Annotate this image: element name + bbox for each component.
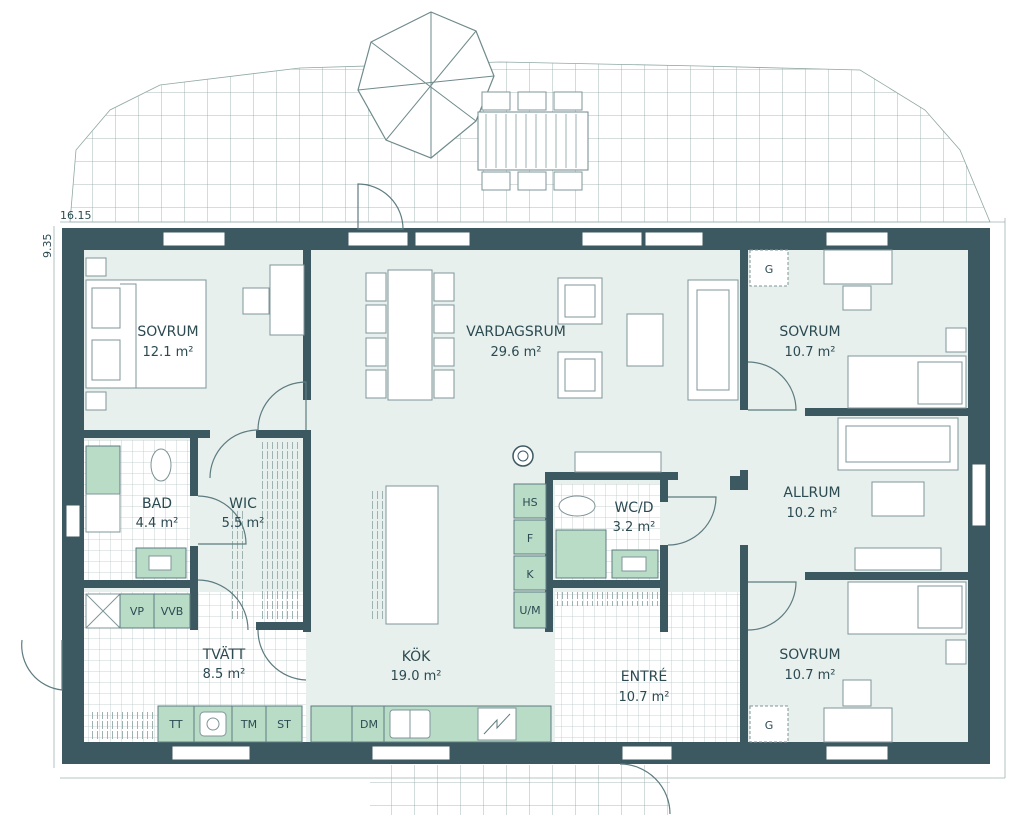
room-name: ENTRÉ bbox=[621, 668, 667, 685]
fixture-dm: DM bbox=[360, 718, 378, 731]
wcd-fixtures bbox=[555, 495, 659, 579]
cabinet-hs: HS bbox=[522, 496, 537, 509]
cabinet-k: K bbox=[526, 568, 534, 581]
room-area: 4.4 m² bbox=[136, 516, 179, 531]
room-name: WC/D bbox=[614, 500, 653, 516]
desk-sovrum-1 bbox=[242, 264, 305, 336]
bed-sovrum-1 bbox=[85, 257, 207, 411]
room-area: 8.5 m² bbox=[203, 667, 246, 682]
room-name: VARDAGSRUM bbox=[466, 324, 566, 340]
patio-table-icon bbox=[477, 91, 589, 191]
room-name: WIC bbox=[229, 496, 257, 512]
fixture-vp: VP bbox=[130, 605, 145, 618]
room-label-allrum: ALLRUM 10.2 m² bbox=[783, 485, 840, 521]
room-area: 29.6 m² bbox=[491, 345, 542, 360]
room-name: SOVRUM bbox=[779, 324, 840, 340]
outer-walls bbox=[62, 228, 990, 764]
depth-dimension-label: 9.35 bbox=[41, 234, 54, 259]
fixture-vvb: VVB bbox=[161, 605, 184, 618]
patio-umbrella-icon bbox=[357, 11, 495, 159]
interior-walls bbox=[84, 250, 968, 742]
kitchen-counter bbox=[310, 705, 552, 743]
room-area: 10.7 m² bbox=[785, 345, 836, 360]
cabinet-um: U/M bbox=[519, 604, 540, 617]
width-dimension-label: 16.15 bbox=[60, 209, 92, 222]
tvatt-fixtures bbox=[85, 593, 303, 743]
room-label-wic: WIC 5.5 m² bbox=[222, 496, 265, 531]
bad-fixtures bbox=[85, 445, 187, 579]
room-area: 19.0 m² bbox=[391, 669, 442, 684]
doors bbox=[21, 183, 797, 815]
room-label-entre: ENTRÉ 10.7 m² bbox=[619, 668, 670, 705]
armchairs bbox=[557, 277, 664, 399]
dining-table bbox=[365, 269, 455, 401]
entre-tiles bbox=[555, 592, 743, 742]
fixture-tt: TT bbox=[168, 718, 183, 731]
fixture-st: ST bbox=[277, 718, 291, 731]
kitchen-island bbox=[372, 485, 439, 625]
room-area: 10.2 m² bbox=[787, 506, 838, 521]
wardrobe-label-bottom: G bbox=[765, 719, 774, 732]
room-label-wcd: WC/D 3.2 m² bbox=[613, 500, 656, 535]
room-label-sovrum-3: SOVRUM 10.7 m² bbox=[779, 647, 840, 683]
wardrobe-label-top: G bbox=[765, 263, 774, 276]
fireplace-icon bbox=[512, 445, 534, 467]
cabinet-f: F bbox=[527, 532, 533, 545]
room-area: 12.1 m² bbox=[143, 345, 194, 360]
room-name: TVÄTT bbox=[202, 645, 246, 663]
room-label-sovrum-1: SOVRUM 12.1 m² bbox=[137, 324, 198, 360]
dimension-lines: 16.15 9.35 bbox=[41, 209, 1006, 779]
furniture-sovrum-2 bbox=[749, 249, 967, 409]
room-label-bad: BAD 4.4 m² bbox=[136, 496, 179, 531]
room-area: 10.7 m² bbox=[785, 668, 836, 683]
room-name: BAD bbox=[142, 496, 172, 512]
room-label-tvatt: TVÄTT 8.5 m² bbox=[202, 645, 246, 682]
room-label-vardagsrum: VARDAGSRUM 29.6 m² bbox=[466, 324, 566, 360]
furniture-allrum bbox=[837, 417, 959, 571]
room-label-kok: KÖK 19.0 m² bbox=[391, 647, 442, 684]
fixture-tm: TM bbox=[240, 718, 257, 731]
tv-bench bbox=[574, 451, 662, 473]
room-name: SOVRUM bbox=[137, 324, 198, 340]
room-name: KÖK bbox=[402, 647, 431, 665]
furniture-sovrum-3 bbox=[749, 581, 967, 743]
room-area: 5.5 m² bbox=[222, 516, 265, 531]
windows bbox=[65, 231, 987, 761]
room-name: ALLRUM bbox=[783, 485, 840, 501]
cabinet-column bbox=[513, 483, 547, 629]
room-name: SOVRUM bbox=[779, 647, 840, 663]
sofa bbox=[687, 279, 739, 401]
room-label-sovrum-2: SOVRUM 10.7 m² bbox=[779, 324, 840, 360]
room-area: 10.7 m² bbox=[619, 690, 670, 705]
room-area: 3.2 m² bbox=[613, 520, 656, 535]
